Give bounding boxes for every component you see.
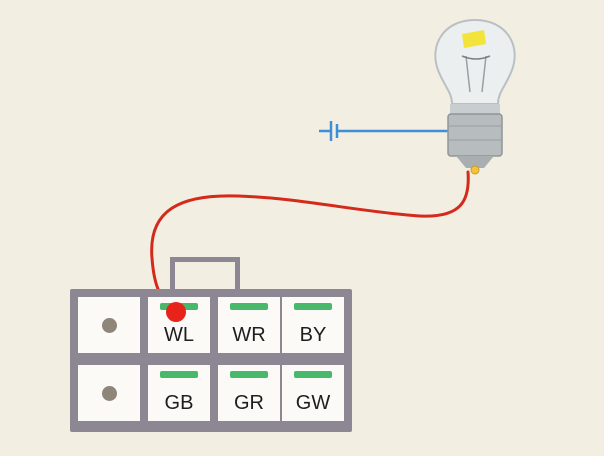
pin-label-gr: GR (234, 392, 264, 414)
pin-label-wl: WL (164, 324, 194, 346)
red-wire (150, 170, 470, 312)
connector-empty-slot-bottom (78, 365, 140, 421)
pin-by: BY (282, 297, 344, 353)
connector-empty-slot-top (78, 297, 140, 353)
pin-label-gb: GB (164, 392, 194, 414)
pin-green-marker (230, 303, 268, 310)
pin-green-marker (160, 303, 198, 310)
empty-pin-dot (102, 318, 117, 333)
pin-wl: WL (148, 297, 210, 353)
pin-label-gw: GW (295, 392, 331, 414)
pin-gr: GR (218, 365, 280, 421)
pin-gw: GW (282, 365, 344, 421)
pin-label-by: BY (299, 324, 327, 346)
pin-wr: WR (218, 297, 280, 353)
ground-symbol (319, 121, 339, 141)
pin-green-marker (294, 303, 332, 310)
pin-green-marker (160, 371, 198, 378)
light-bulb-icon (434, 18, 516, 175)
connector-housing: WL WR BY GB GR GW (70, 257, 352, 432)
pin-label-wr: WR (232, 324, 266, 346)
connector-latch (170, 257, 240, 289)
pin-gb: GB (148, 365, 210, 421)
pin-green-marker (230, 371, 268, 378)
empty-pin-dot (102, 386, 117, 401)
pin-green-marker (294, 371, 332, 378)
